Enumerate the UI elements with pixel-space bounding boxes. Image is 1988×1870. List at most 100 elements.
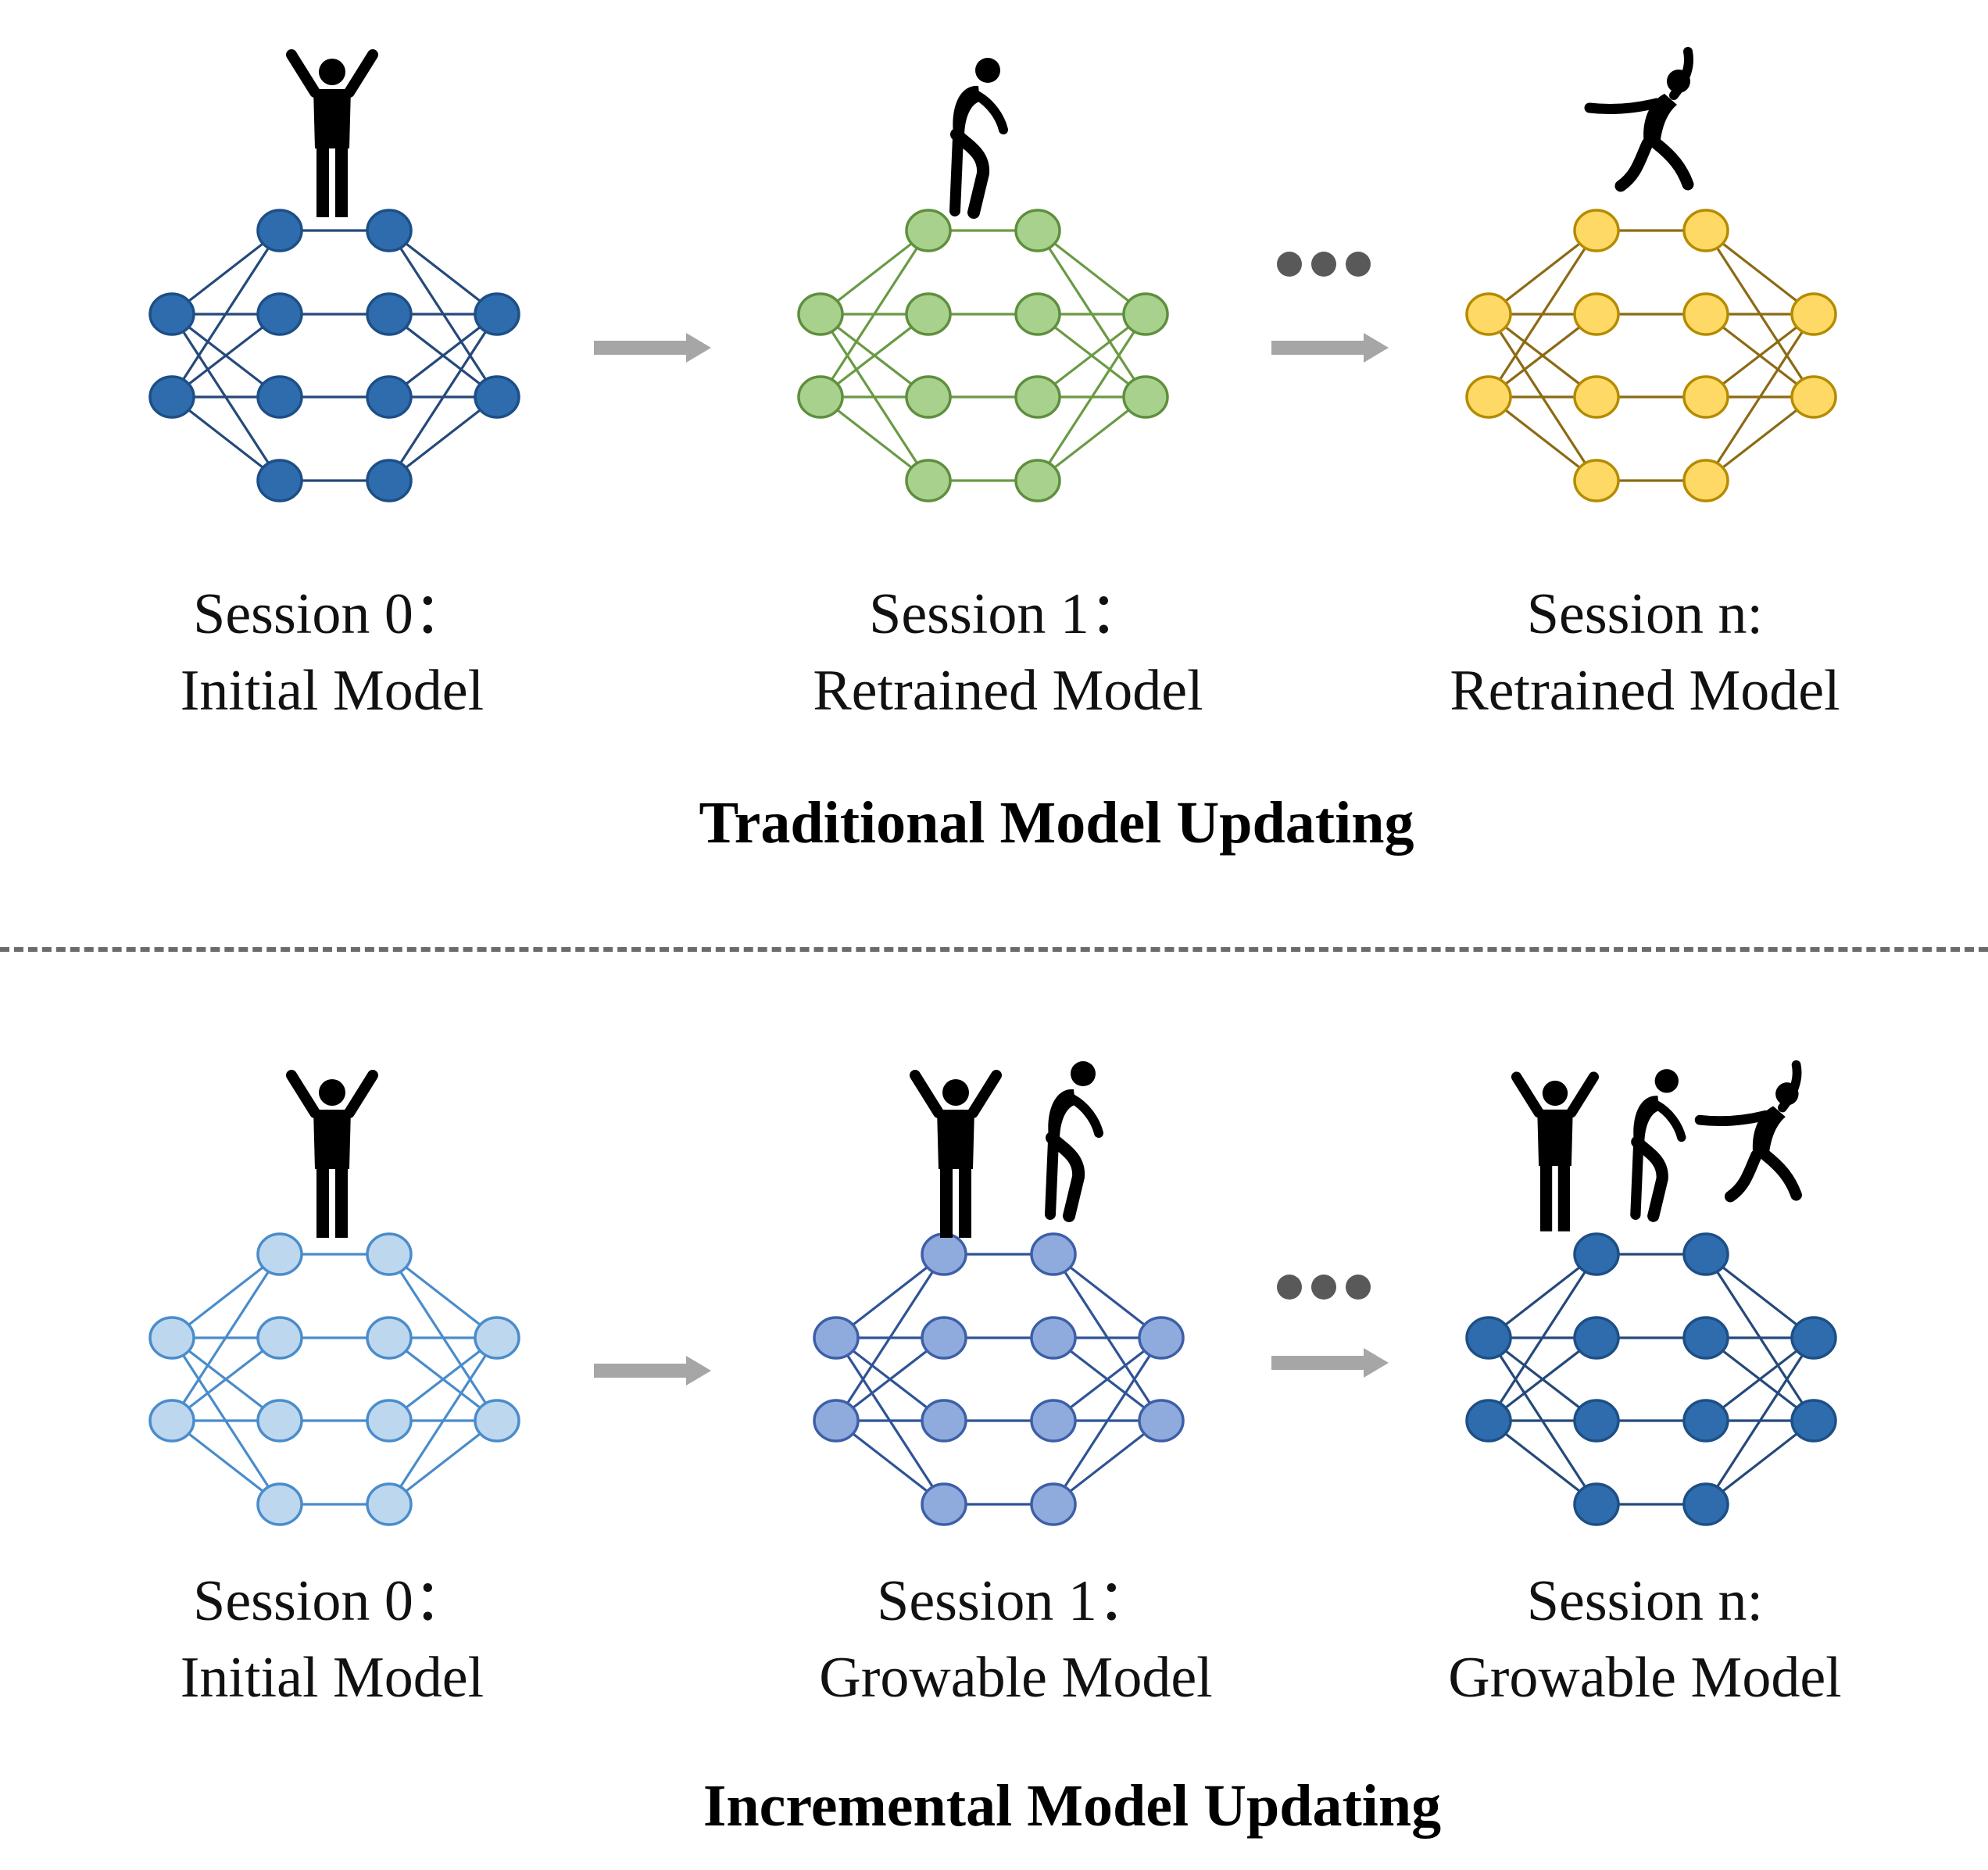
network-edge	[1704, 1337, 1815, 1505]
network-edge	[1705, 1419, 1815, 1506]
network-node	[1682, 209, 1729, 252]
neural-network-incremental-session-0	[148, 1232, 520, 1526]
arrow-head	[1364, 333, 1389, 363]
network-node	[797, 375, 844, 419]
network-edge	[388, 229, 498, 316]
session-1-label-incremental: Session 1： Growable Model	[819, 1563, 1212, 1716]
network-node	[1573, 209, 1620, 252]
network-edge	[1488, 229, 1597, 316]
section-divider	[0, 947, 1988, 952]
arrow-incremental-1-to-n	[1271, 1348, 1389, 1378]
network-node	[1030, 1232, 1077, 1276]
ellipsis-dot	[1311, 1275, 1336, 1300]
network-edge	[388, 1337, 499, 1505]
network-nodes	[813, 1232, 1185, 1526]
arrow-traditional-0-to-1	[594, 333, 711, 363]
network-node	[1573, 1399, 1620, 1443]
network-edge	[1488, 313, 1597, 399]
network-node	[797, 292, 844, 336]
network-nodes	[1465, 1232, 1837, 1526]
network-nodes	[148, 1232, 520, 1526]
arrow-incremental-0-to-1	[594, 1356, 711, 1386]
arms-up-person-icon	[1511, 1071, 1600, 1232]
network-node	[1573, 1482, 1620, 1526]
network-edge	[1487, 1253, 1598, 1421]
network-node	[1790, 1399, 1837, 1443]
network-edge	[835, 1336, 945, 1422]
network-node	[905, 375, 952, 419]
network-node	[366, 375, 413, 419]
network-node	[474, 1316, 520, 1360]
ellipsis-dot	[1311, 252, 1336, 277]
network-edges	[170, 1253, 499, 1506]
network-edge	[1705, 1336, 1815, 1422]
arrow-shaft	[1271, 341, 1365, 355]
neural-network-traditional-session-n	[1465, 209, 1837, 502]
network-edge	[835, 1253, 946, 1421]
network-edges	[1487, 229, 1815, 482]
network-node	[366, 1232, 413, 1276]
session-1-model: Retrained Model	[813, 659, 1203, 723]
ellipsis-traditional	[1277, 252, 1371, 277]
network-node	[1682, 1232, 1729, 1276]
dancing-person-icon	[1584, 47, 1694, 192]
network-node	[1790, 292, 1837, 336]
session-1-model: Growable Model	[819, 1646, 1213, 1710]
network-edge	[1705, 395, 1815, 482]
network-node	[1573, 459, 1620, 502]
network-edge	[1037, 395, 1146, 482]
network-nodes	[148, 209, 520, 502]
network-node	[474, 292, 520, 336]
network-node	[1122, 292, 1169, 336]
network-edge	[835, 1253, 945, 1339]
session-1-label-traditional: Session 1： Retrained Model	[813, 576, 1203, 729]
network-node	[1014, 209, 1061, 252]
network-edge	[388, 1253, 498, 1339]
network-node	[256, 209, 303, 252]
network-node	[921, 1232, 967, 1276]
network-node	[256, 1482, 303, 1526]
network-node	[1465, 375, 1512, 419]
network-edge	[1488, 1253, 1597, 1339]
network-node	[148, 1316, 195, 1360]
network-node	[1030, 1482, 1077, 1526]
network-edges	[170, 229, 499, 482]
network-node	[921, 1482, 967, 1526]
neural-network-incremental-session-n	[1465, 1232, 1837, 1526]
network-edge	[819, 230, 930, 398]
network-edges	[1487, 1253, 1815, 1506]
network-edge	[820, 229, 929, 316]
bending-person-icon	[1630, 1069, 1686, 1222]
network-node	[1030, 1399, 1077, 1443]
network-node	[1014, 459, 1061, 502]
network-nodes	[797, 209, 1169, 502]
network-edge	[388, 395, 498, 482]
network-node	[1465, 292, 1512, 336]
dancing-person-icon	[1694, 1060, 1802, 1203]
network-node	[1138, 1316, 1185, 1360]
network-edge	[1488, 1419, 1597, 1506]
network-node	[366, 1399, 413, 1443]
session-n-title: Session n:	[1526, 582, 1764, 646]
arms-up-person-icon	[286, 49, 378, 217]
network-edge	[388, 1336, 498, 1422]
arrow-traditional-1-to-n	[1271, 333, 1389, 363]
network-node	[1122, 375, 1169, 419]
network-edge	[1036, 313, 1147, 481]
session-n-model: Retrained Model	[1450, 659, 1840, 723]
network-node	[1790, 1316, 1837, 1360]
bending-person-icon	[949, 58, 1008, 219]
arrow-shaft	[594, 341, 688, 355]
arms-up-person-icon	[286, 1070, 378, 1238]
arrow-shaft	[1271, 1356, 1365, 1370]
network-node	[256, 1232, 303, 1276]
ellipsis-dot	[1346, 252, 1371, 277]
network-edge	[171, 313, 281, 399]
network-edge	[1053, 1253, 1162, 1339]
session-0-title: Session 0：	[193, 582, 471, 646]
session-n-label-incremental: Session n: Growable Model	[1448, 1563, 1841, 1716]
network-edge	[1705, 313, 1815, 399]
network-node	[256, 375, 303, 419]
network-node	[1573, 1316, 1620, 1360]
